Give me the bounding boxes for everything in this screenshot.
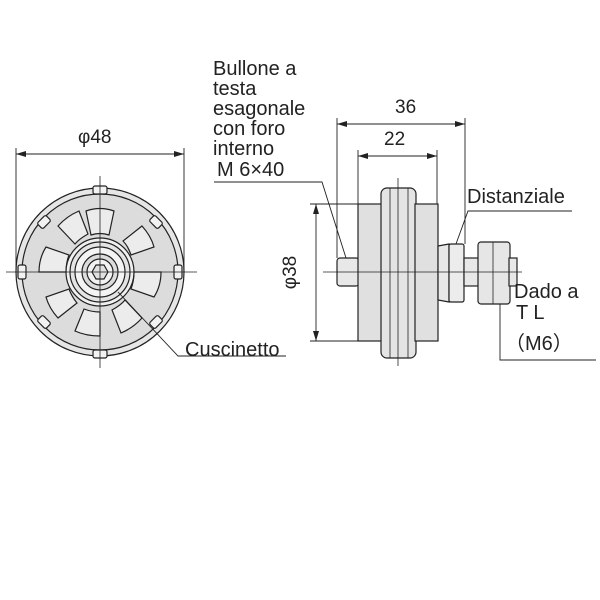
nut-label-line-1: Dado a (514, 281, 579, 303)
spacer-taper (437, 243, 450, 303)
side-diameter-label: φ38 (280, 255, 302, 290)
width-label: 36 (395, 97, 417, 118)
bearing-leader (117, 291, 286, 357)
wheel-body (380, 187, 417, 359)
width-dimension (336, 118, 466, 258)
side-center-lines (323, 178, 522, 366)
spacer-label: Distanziale (467, 186, 565, 208)
wheel-spokes (38, 207, 162, 337)
bearing-label: Cuscinetto (185, 339, 280, 361)
bolt-label-line-4: con foro (213, 118, 286, 140)
right-flange (414, 203, 439, 342)
left-flange (357, 203, 383, 342)
bolt-label-line-5: interno (213, 138, 275, 160)
bolt-label-line-6: M 6×40 (217, 159, 285, 181)
bolt-label-line-1: Bullone a (213, 58, 297, 80)
nut-label-line-3: （M6） (505, 333, 573, 355)
nut-label-line-2: T L (516, 302, 545, 324)
wheel-width-label: 22 (384, 129, 406, 150)
front-center-lines (6, 176, 197, 368)
front-diameter-label: φ48 (78, 127, 112, 148)
t-nut (477, 241, 511, 305)
bolt-leader (214, 181, 347, 259)
front-diameter-dimension (15, 148, 185, 272)
spacer (448, 243, 465, 303)
side-diameter-dimension (310, 203, 358, 342)
bolt-label-line-2: testa (213, 78, 257, 100)
bolt-label-line-3: esagonale (213, 98, 306, 120)
wheel-width-dimension (357, 150, 438, 204)
spacer-leader (455, 210, 572, 245)
nut-leader (499, 304, 596, 361)
side-view (336, 187, 518, 359)
